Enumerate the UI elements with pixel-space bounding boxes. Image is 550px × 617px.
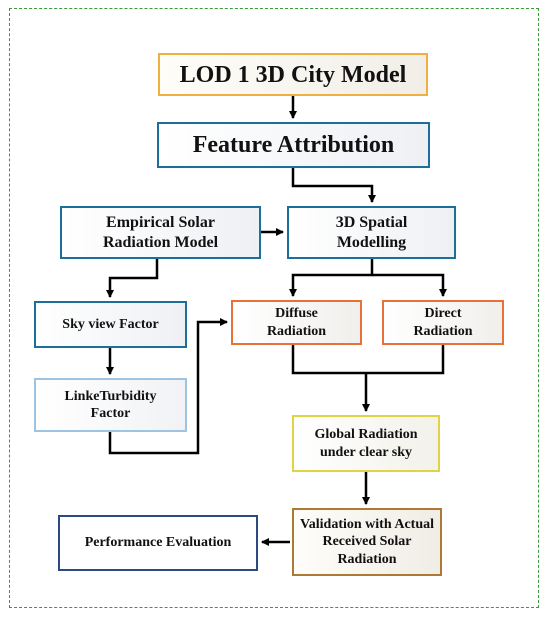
- node-validation: Validation with Actual Received Solar Ra…: [292, 508, 442, 576]
- node-empirical-solar-model: Empirical Solar Radiation Model: [60, 206, 261, 259]
- node-performance-evaluation: Performance Evaluation: [58, 515, 258, 571]
- node-feature-attribution-label: Feature Attribution: [192, 132, 395, 158]
- node-linke-turbidity-factor-label: LinkeTurbidity Factor: [64, 388, 157, 422]
- arrow-diffuse-to-global: [291, 345, 445, 375]
- node-sky-view-factor-label: Sky view Factor: [62, 316, 159, 332]
- node-diffuse-radiation-label: Diffuse Radiation: [266, 306, 327, 339]
- arrow-empirical-to-sky-view: [106, 259, 159, 298]
- arrow-spatial-modelling-to-diffuse: [289, 259, 374, 297]
- node-3d-spatial-modelling: 3D Spatial Modelling: [287, 206, 456, 259]
- node-validation-label: Validation with Actual Received Solar Ra…: [299, 516, 435, 567]
- node-direct-radiation-label: Direct Radiation: [413, 306, 473, 339]
- node-sky-view-factor: Sky view Factor: [34, 301, 187, 348]
- node-feature-attribution: Feature Attribution: [157, 122, 430, 168]
- arrow-linke-turbidity-to-diffuse: [108, 318, 228, 455]
- node-diffuse-radiation: Diffuse Radiation: [231, 300, 362, 345]
- node-lod1-city-model-label: LOD 1 3D City Model: [179, 61, 407, 88]
- arrow-feature-attribution-to-spatial-modelling: [291, 168, 376, 203]
- node-performance-evaluation-label: Performance Evaluation: [84, 535, 232, 551]
- node-global-radiation-label: Global Radiation under clear sky: [314, 427, 418, 460]
- node-direct-radiation: Direct Radiation: [382, 300, 504, 345]
- node-empirical-solar-model-label: Empirical Solar Radiation Model: [102, 213, 219, 251]
- diagram-frame: [9, 8, 539, 608]
- node-lod1-city-model: LOD 1 3D City Model: [158, 53, 428, 96]
- node-linke-turbidity-factor: LinkeTurbidity Factor: [34, 378, 187, 432]
- node-global-radiation: Global Radiation under clear sky: [292, 415, 440, 472]
- node-3d-spatial-modelling-label: 3D Spatial Modelling: [335, 213, 408, 251]
- arrow-spatial-modelling-to-direct: [372, 273, 447, 297]
